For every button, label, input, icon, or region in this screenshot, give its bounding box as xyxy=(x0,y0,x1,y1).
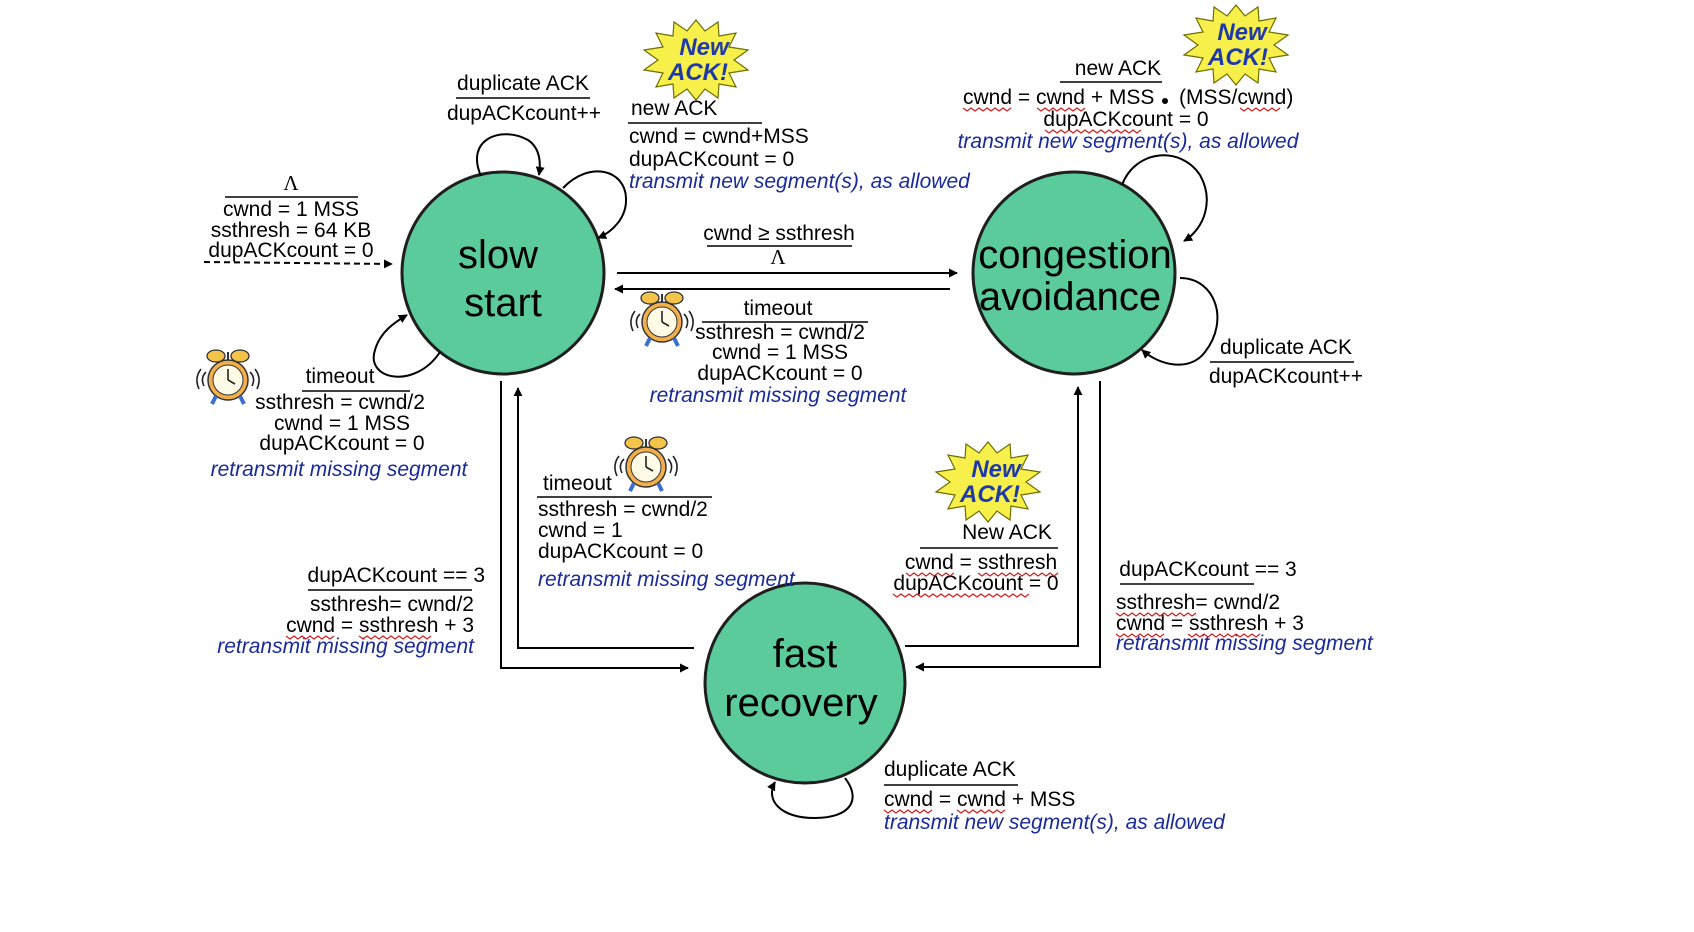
label-fr-to-ca: New ACK cwnd = ssthresh dupACKcount = 0 xyxy=(892,521,1059,598)
label-ss-timeout: timeout ssthresh = cwnd/2 cwnd = 1 MSS d… xyxy=(211,365,469,481)
label-ss-dup: duplicate ACK dupACKcount++ xyxy=(447,72,601,125)
ca-new-event: new ACK xyxy=(1075,57,1161,80)
fast-recovery-line2: recovery xyxy=(724,681,877,725)
ca-dup-loop-arrow xyxy=(1141,277,1219,366)
ca-new-action-2: dupACKcount = 0 xyxy=(1043,108,1208,131)
state-slow-start: slow start xyxy=(400,170,606,376)
state-fast-recovery: fast recovery xyxy=(703,581,907,785)
ca-dup-event: duplicate ACK xyxy=(1220,336,1352,359)
ca-to-fr-arrow xyxy=(915,381,1101,672)
label-ca-to-fr: dupACKcount == 3 ssthresh= cwnd/2 cwnd =… xyxy=(1115,558,1374,655)
initial-action-2: ssthresh = 64 KB xyxy=(211,219,372,242)
ss-dup-action: dupACKcount++ xyxy=(447,102,601,125)
ss-timeout-event: timeout xyxy=(306,365,375,388)
new-ack-burst-icon: New ACK! xyxy=(1183,4,1289,86)
ca-to-fr-action-2: cwnd = ssthresh + 3 xyxy=(1116,612,1304,635)
label-ss-new: new ACK cwnd = cwnd+MSS dupACKcount = 0 … xyxy=(628,97,971,193)
label-fr-timeout: timeout ssthresh = cwnd/2 cwnd = 1 dupAC… xyxy=(537,472,796,591)
fr-to-ca-event: New ACK xyxy=(962,521,1052,544)
ca-to-fr-event: dupACKcount == 3 xyxy=(1119,558,1296,581)
ss-new-action-2: dupACKcount = 0 xyxy=(629,148,794,171)
ss-timeout-note: retransmit missing segment xyxy=(211,458,469,481)
ca-new-action-tail: (MSS/cwnd) xyxy=(1179,86,1293,109)
ss-to-ca-action: Λ xyxy=(770,245,786,269)
ss-new-event: new ACK xyxy=(631,97,717,120)
burst-text-line1: New xyxy=(1217,19,1268,46)
ss-timeout-action-2: cwnd = 1 MSS xyxy=(274,412,410,435)
slow-start-line2: start xyxy=(464,281,542,325)
burst-text-line1: New xyxy=(679,34,730,61)
label-initial: Λ cwnd = 1 MSS ssthresh = 64 KB dupACKco… xyxy=(208,171,373,262)
ss-dup-loop-arrow xyxy=(475,133,545,177)
ss-to-fr-event: dupACKcount == 3 xyxy=(308,564,485,587)
ss-new-loop-arrow xyxy=(562,170,628,239)
burst-text-line2: ACK! xyxy=(959,481,1020,508)
fr-timeout-action-2: cwnd = 1 xyxy=(538,519,623,542)
burst-text-line2: ACK! xyxy=(1207,44,1268,71)
fr-to-ca-action-2: dupACKcount = 0 xyxy=(893,572,1058,595)
ss-to-ca-event: cwnd ≥ ssthresh xyxy=(703,222,855,245)
fr-timeout-note: retransmit missing segment xyxy=(538,568,796,591)
fr-dup-event: duplicate ACK xyxy=(884,758,1016,781)
ca-timeout-event: timeout xyxy=(744,297,813,320)
slow-start-line1: slow xyxy=(458,233,538,277)
ss-to-fr-action-2: cwnd = ssthresh + 3 xyxy=(286,614,474,637)
ss-dup-event: duplicate ACK xyxy=(457,72,589,95)
ss-to-fr-action-1: ssthresh= cwnd/2 xyxy=(310,593,474,616)
ca-new-note: transmit new segment(s), as allowed xyxy=(958,130,1300,153)
ss-timeout-loop-arrow xyxy=(372,314,441,378)
alarm-clock-icon xyxy=(612,435,680,493)
ca-timeout-action-1: ssthresh = cwnd/2 xyxy=(695,321,865,344)
new-ack-burst-icon: New ACK! xyxy=(935,441,1041,523)
label-fr-dup: duplicate ACK cwnd = cwnd + MSS transmit… xyxy=(883,758,1226,834)
fr-to-ca-action-1: cwnd = ssthresh xyxy=(905,551,1057,574)
initial-event: Λ xyxy=(283,171,299,195)
congestion-avoidance-line1: congestion xyxy=(978,233,1171,277)
fr-dup-action: cwnd = cwnd + MSS xyxy=(884,788,1075,811)
fr-dup-note: transmit new segment(s), as allowed xyxy=(884,811,1226,834)
label-ca-dup: duplicate ACK dupACKcount++ xyxy=(1209,336,1363,388)
ca-timeout-action-2: cwnd = 1 MSS xyxy=(712,341,848,364)
fr-dup-loop-arrow xyxy=(767,777,854,820)
burst-text-line2: ACK! xyxy=(667,59,728,86)
ss-new-action-1: cwnd = cwnd+MSS xyxy=(629,125,809,148)
burst-text-line1: New xyxy=(971,456,1022,483)
alarm-clock-icon xyxy=(628,290,696,348)
new-ack-burst-icon: New ACK! xyxy=(643,19,749,101)
ca-dup-action: dupACKcount++ xyxy=(1209,365,1363,388)
ss-to-fr-note: retransmit missing segment xyxy=(217,635,475,658)
alarm-clock-icon xyxy=(194,348,262,406)
label-ss-to-ca: cwnd ≥ ssthresh Λ xyxy=(703,222,855,269)
fr-timeout-action-3: dupACKcount = 0 xyxy=(538,540,703,563)
state-congestion-avoidance: congestion avoidance xyxy=(971,170,1177,376)
fr-to-ss-arrow xyxy=(513,387,694,649)
initial-transition-arrow xyxy=(203,259,393,269)
congestion-avoidance-line2: avoidance xyxy=(979,275,1161,319)
ca-new-action-main: cwnd = cwnd + MSS xyxy=(963,86,1154,109)
fr-to-ca-arrow xyxy=(905,386,1083,647)
initial-action-1: cwnd = 1 MSS xyxy=(223,198,359,221)
ss-to-fr-arrow xyxy=(500,381,689,673)
label-ss-to-fr: dupACKcount == 3 ssthresh= cwnd/2 cwnd =… xyxy=(217,564,485,658)
ss-timeout-action-3: dupACKcount = 0 xyxy=(259,432,424,455)
fr-timeout-action-1: ssthresh = cwnd/2 xyxy=(538,498,708,521)
fast-recovery-line1: fast xyxy=(773,632,837,676)
ca-to-fr-note: retransmit missing segment xyxy=(1116,632,1374,655)
ss-timeout-action-1: ssthresh = cwnd/2 xyxy=(255,391,425,414)
ca-new-loop-arrow xyxy=(1121,154,1208,242)
initial-action-3: dupACKcount = 0 xyxy=(208,239,373,262)
ca-to-fr-action-1: ssthresh= cwnd/2 xyxy=(1116,591,1280,614)
ss-new-note: transmit new segment(s), as allowed xyxy=(629,170,971,193)
label-ca-new: new ACK cwnd = cwnd + MSS (MSS/cwnd) dup… xyxy=(958,57,1300,153)
ca-timeout-action-3: dupACKcount = 0 xyxy=(697,362,862,385)
label-ca-timeout: timeout ssthresh = cwnd/2 cwnd = 1 MSS d… xyxy=(650,297,908,407)
fr-timeout-event: timeout xyxy=(543,472,612,495)
ca-timeout-note: retransmit missing segment xyxy=(650,384,908,407)
